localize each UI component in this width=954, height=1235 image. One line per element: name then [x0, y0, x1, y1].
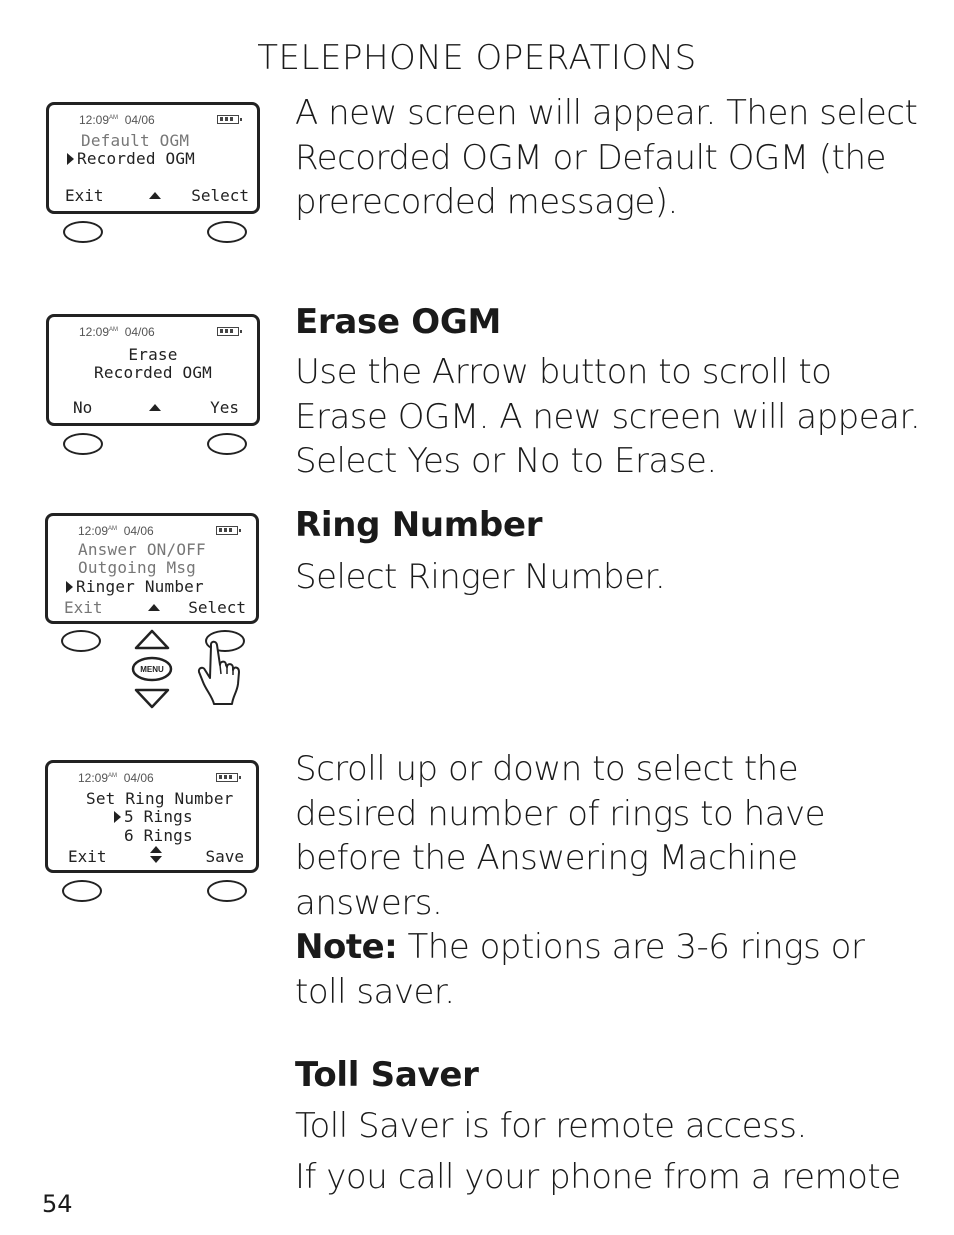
selection-pointer-icon: [66, 581, 73, 593]
instruction-text: Select Ringer Number.: [295, 557, 666, 597]
softkey-right-label: Select: [191, 186, 249, 205]
yes-softkey-button[interactable]: [207, 433, 247, 455]
instruction-text: Scroll up or down to select the desired …: [295, 747, 925, 1014]
left-softkey-button[interactable]: [63, 221, 103, 243]
note-label: Note:: [295, 927, 398, 967]
instruction-text: Use the Arrow button to scroll to Erase …: [295, 352, 921, 481]
lcd-status: 12:09AM 04/06: [78, 524, 154, 538]
down-key-icon[interactable]: [134, 688, 170, 709]
page-header: TELEPHONE OPERATIONS: [257, 38, 697, 78]
lcd-line-selected: Ringer Number: [66, 577, 204, 596]
lcd-status: 12:09AM 04/06: [79, 113, 155, 127]
up-arrow-icon: [149, 192, 161, 199]
lcd-line-selected: Recorded OGM: [67, 149, 195, 168]
left-softkey-button[interactable]: [62, 880, 102, 902]
selection-pointer-icon: [67, 153, 74, 165]
instruction-text: If you call your phone from a remote: [295, 1157, 901, 1197]
battery-icon: [217, 327, 242, 336]
lcd-line: Outgoing Msg: [78, 558, 196, 577]
lcd-line: Erase: [128, 345, 178, 364]
selection-pointer-icon: [114, 811, 121, 823]
note-text: The options are 3-6 rings or toll saver.: [295, 927, 865, 1012]
softkey-left-label: No: [73, 398, 93, 417]
menu-key-icon[interactable]: [131, 656, 173, 682]
lcd-line: Set Ring Number: [86, 789, 234, 808]
section-heading: Erase OGM: [295, 302, 502, 342]
softkey-left-label: Exit: [68, 847, 107, 866]
softkey-right-label: Select: [188, 598, 246, 617]
lcd-status: 12:09AM 04/06: [78, 771, 154, 785]
lcd-screen-ogm-select: 12:09AM 04/06 Default OGM Recorded OGM E…: [46, 102, 260, 214]
save-softkey-button[interactable]: [207, 880, 247, 902]
instruction-text: A new screen will appear. Then select Re…: [295, 93, 918, 222]
lcd-line-selected: 5 Rings: [114, 807, 193, 826]
instruction-text: Toll Saver is for remote access.: [295, 1106, 807, 1146]
pressing-finger-icon: [197, 640, 240, 705]
lcd-screen-menu: 12:09AM 04/06 Answer ON/OFF Outgoing Msg…: [45, 513, 259, 624]
up-down-arrow-icon: [150, 846, 162, 866]
softkey-right-label: Save: [205, 847, 244, 866]
scroll-instruction: Scroll up or down to select the desired …: [295, 749, 826, 923]
up-key-icon[interactable]: [134, 629, 170, 650]
section-heading: Toll Saver: [295, 1055, 479, 1095]
battery-icon: [216, 773, 241, 782]
left-softkey-button[interactable]: [61, 630, 101, 652]
lcd-screen-ring-number: 12:09AM 04/06 Set Ring Number 5 Rings 6 …: [45, 760, 259, 873]
battery-icon: [217, 115, 242, 124]
lcd-line: Default OGM: [81, 131, 190, 150]
softkey-right-label: Yes: [210, 398, 239, 417]
up-arrow-icon: [148, 604, 160, 611]
right-softkey-button[interactable]: [207, 221, 247, 243]
no-softkey-button[interactable]: [63, 433, 103, 455]
lcd-status: 12:09AM 04/06: [79, 325, 155, 339]
up-arrow-icon: [149, 404, 161, 411]
softkey-left-label: Exit: [65, 186, 104, 205]
lcd-line: 6 Rings: [124, 826, 193, 845]
lcd-line: Recorded OGM: [94, 363, 212, 382]
navigation-keypad: MENU: [131, 629, 173, 709]
battery-icon: [216, 526, 241, 535]
softkey-left-label: Exit: [64, 598, 103, 617]
section-heading: Ring Number: [295, 505, 543, 545]
menu-key-label: MENU: [140, 665, 164, 674]
page-number: 54: [42, 1190, 73, 1218]
lcd-line: Answer ON/OFF: [78, 540, 206, 559]
lcd-screen-erase: 12:09AM 04/06 Erase Recorded OGM No Yes: [46, 314, 260, 426]
